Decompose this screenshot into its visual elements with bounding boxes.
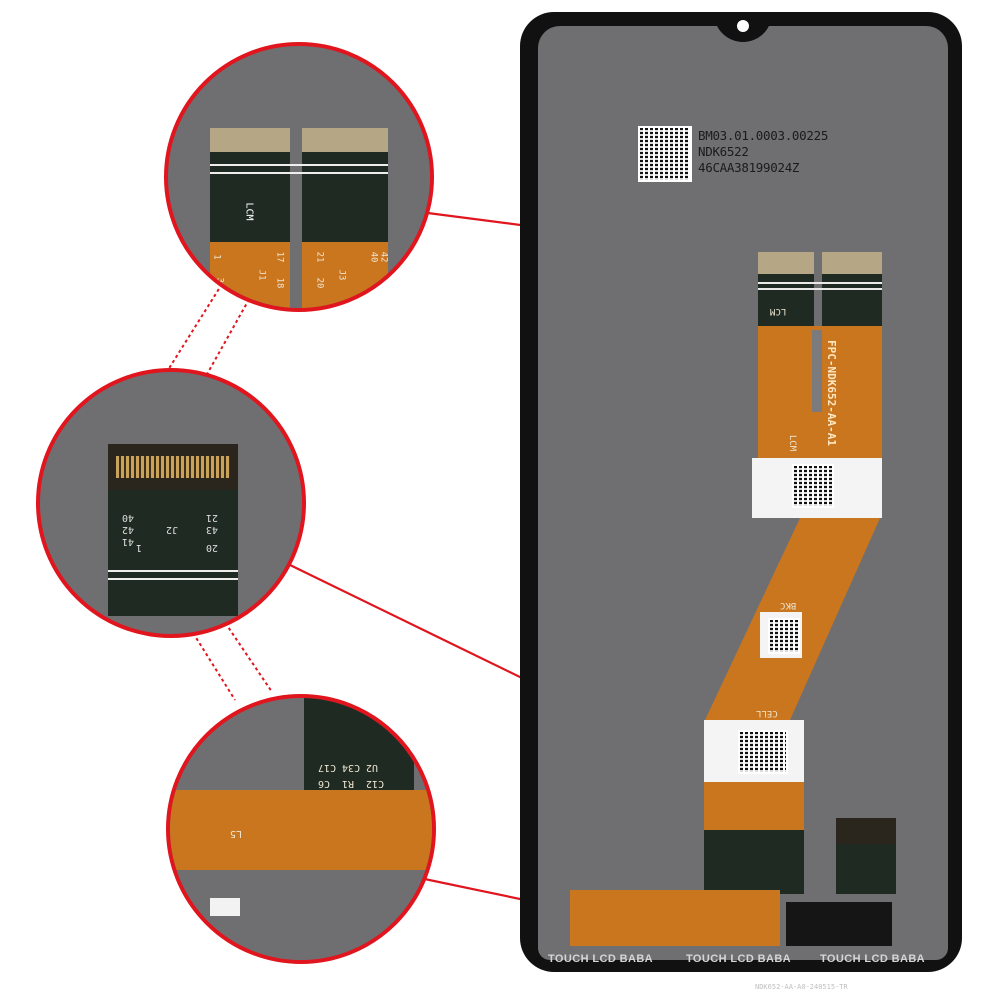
camera-hole [737,20,749,32]
qr-code-3 [768,618,800,654]
zoom-n1: 1 [211,254,222,260]
board-connector [836,818,896,844]
zoom-j1: J1 [256,269,267,281]
code-c34: C34 [342,762,361,773]
code-r1: R1 [342,778,355,789]
zoom-n43: 43 [206,524,219,535]
bottom-code: NDK652-AA-A0-240515-TR [755,983,848,991]
cable-slot [812,330,822,412]
stripe [758,288,882,290]
qr-code-2 [792,464,834,508]
code-c17: C17 [318,762,337,773]
code-c12: C12 [366,778,385,789]
zoom-board-connector: 40 42 21 43 J2 1 20 41 [36,368,306,638]
watermark: TOUCH LCD BABA [820,953,926,965]
zoom-n20: 20 [206,542,219,553]
zoom-j3: J3 [336,269,347,281]
zoom-n34: 34 [214,277,225,289]
label-line-3: 46CAA38199024Z [698,160,800,175]
zoom-n41: 41 [378,277,389,289]
zoom-n1: 1 [136,542,143,553]
code-c6: C6 [318,778,331,789]
zoom-n42: 42 [378,251,389,263]
watermark: TOUCH LCD BABA [686,953,792,965]
flex-dark-lower [704,830,804,894]
zoom-j2: J2 [166,524,179,535]
main-board-flex [570,890,780,946]
label-line-2: NDK6522 [698,144,749,159]
code-l5: L5 [230,828,243,839]
cell-mark: CELL [756,708,778,718]
zoom-n17: 17 [274,251,285,263]
bkc-mark: BKC [780,600,797,610]
contact-pad [822,252,882,274]
code-u2: U2 [366,762,379,773]
zoom-lcm: LCM [243,202,255,221]
watermark: TOUCH LCD BABA [548,953,654,965]
zoom-n21: 21 [314,251,325,263]
label-line-1: BM03.01.0003.00225 [698,128,829,143]
zoom-top-connector: LCM J1 J3 1 17 21 40 34 18 20 42 41 [164,42,434,312]
connector-tail [836,844,896,894]
zoom-main-board: C17 C34 U2 C6 R1 C12 L5 [166,694,436,964]
zoom-n41: 41 [122,536,135,547]
stripe [758,282,882,284]
zoom-n18: 18 [274,277,285,289]
zoom-n20: 20 [314,277,325,289]
qr-code [638,126,692,182]
zoom-n40: 40 [122,512,135,523]
zoom-n21: 21 [206,512,219,523]
black-pad [786,902,892,946]
flex-cable-lower [704,782,804,830]
zoom-n40: 40 [368,251,379,263]
qr-code-4 [738,730,788,774]
zoom-n42: 42 [122,524,135,535]
panel-label: BM03.01.0003.00225 NDK6522 46CAA38199024… [698,128,828,176]
contact-pad [758,252,814,274]
